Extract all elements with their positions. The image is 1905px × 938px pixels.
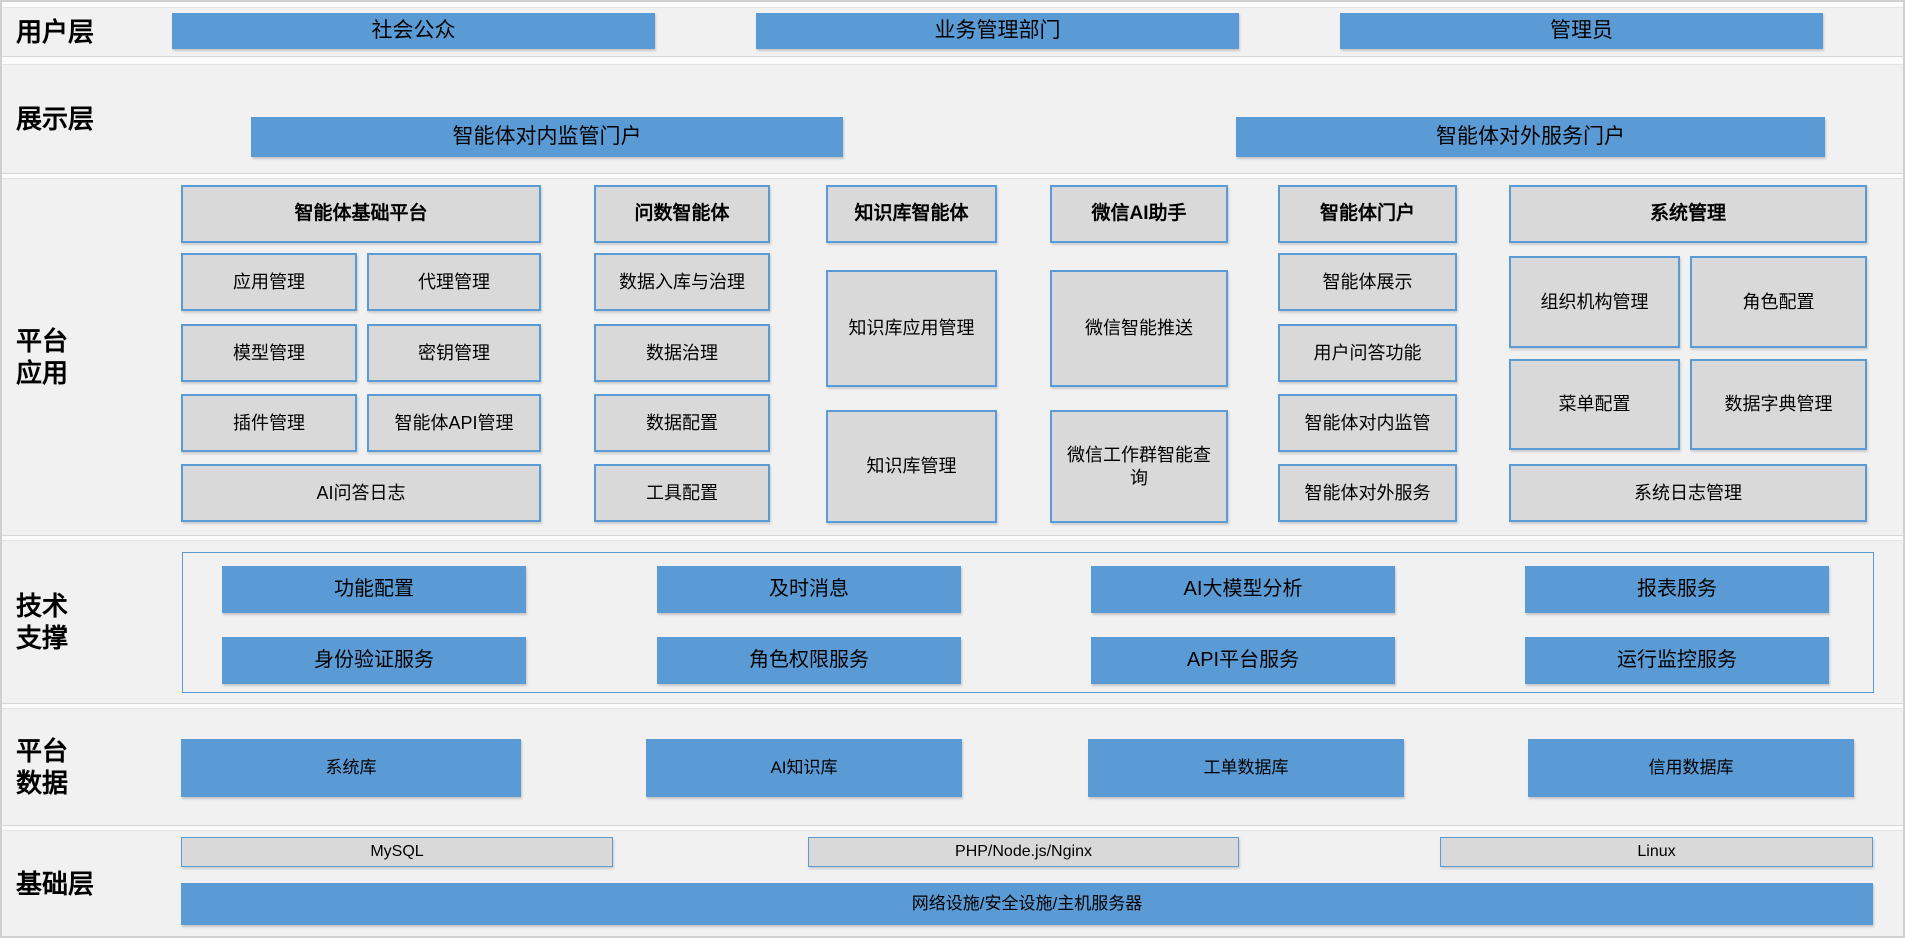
diagram-node: 知识库应用管理 [826,270,997,387]
diagram-node: 数据入库与治理 [594,253,770,311]
diagram-node: 用户问答功能 [1278,324,1457,382]
diagram-node: AI问答日志 [181,464,541,522]
column-header: 知识库智能体 [826,185,997,243]
column-knowledge-base-agent: 知识库智能体 知识库应用管理 知识库管理 [826,179,997,535]
tech-support-container: 功能配置 及时消息 AI大模型分析 报表服务 身份验证服务 角色权限服务 API… [182,552,1874,693]
diagram-node: 微信智能推送 [1050,270,1228,387]
column-agent-base-platform: 智能体基础平台 应用管理 代理管理 模型管理 密钥管理 插件管理 智能体API管… [181,179,541,535]
diagram-node: 工具配置 [594,464,770,522]
node-external-service-portal: 智能体对外服务门户 [1236,117,1825,157]
column-header: 系统管理 [1509,185,1867,243]
diagram-node: 报表服务 [1525,566,1829,613]
node-business-mgmt-dept: 业务管理部门 [756,13,1239,49]
diagram-node: 数据配置 [594,394,770,452]
layer-display-label: 展示层 [16,103,95,134]
diagram-node: 密钥管理 [367,324,541,382]
diagram-node: 代理管理 [367,253,541,311]
diagram-node: AI大模型分析 [1091,566,1395,613]
column-system-mgmt: 系统管理 组织机构管理 角色配置 菜单配置 数据字典管理 系统日志管理 [1509,179,1867,535]
layer-infrastructure: 基础层 MySQL PHP/Node.js/Nginx Linux 网络设施/安… [2,830,1903,936]
diagram-node: 功能配置 [222,566,526,613]
diagram-node: 智能体对外服务 [1278,464,1457,522]
layer-platform-app-label: 平台应用 [16,325,69,389]
column-wechat-ai-assistant: 微信AI助手 微信智能推送 微信工作群智能查询 [1050,179,1228,535]
node-credit-db: 信用数据库 [1528,739,1854,797]
diagram-node: 智能体API管理 [367,394,541,452]
node-php-nodejs-nginx: PHP/Node.js/Nginx [808,837,1239,867]
diagram-node: 微信工作群智能查询 [1050,410,1228,523]
diagram-node: 数据字典管理 [1690,359,1867,450]
diagram-node: 模型管理 [181,324,357,382]
layer-tech-support: 技术支撑 功能配置 及时消息 AI大模型分析 报表服务 身份验证服务 角色权限服… [2,540,1903,704]
node-mysql: MySQL [181,837,613,867]
column-header: 微信AI助手 [1050,185,1228,243]
diagram-node: 组织机构管理 [1509,256,1680,348]
layer-user-label: 用户层 [16,16,95,47]
node-linux: Linux [1440,837,1873,867]
column-header: 智能体基础平台 [181,185,541,243]
diagram-node: 角色配置 [1690,256,1867,348]
diagram-node: 应用管理 [181,253,357,311]
column-header: 问数智能体 [594,185,770,243]
diagram-node: API平台服务 [1091,637,1395,684]
diagram-node: 运行监控服务 [1525,637,1829,684]
node-internal-supervision-portal: 智能体对内监管门户 [251,117,843,157]
diagram-node: 插件管理 [181,394,357,452]
column-ask-data-agent: 问数智能体 数据入库与治理 数据治理 数据配置 工具配置 [594,179,770,535]
column-agent-portal: 智能体门户 智能体展示 用户问答功能 智能体对内监管 智能体对外服务 [1278,179,1457,535]
diagram-node: 智能体展示 [1278,253,1457,311]
layer-user: 用户层 社会公众 业务管理部门 管理员 [2,7,1903,57]
diagram-node: 智能体对内监管 [1278,394,1457,452]
diagram-node: 菜单配置 [1509,359,1680,450]
layer-infrastructure-label: 基础层 [16,868,95,899]
node-ticket-db: 工单数据库 [1088,739,1404,797]
layer-display: 展示层 智能体对内监管门户 智能体对外服务门户 [2,64,1903,174]
diagram-node: 身份验证服务 [222,637,526,684]
diagram-node: 角色权限服务 [657,637,961,684]
diagram-node: 知识库管理 [826,410,997,523]
diagram-node: 及时消息 [657,566,961,613]
layer-platform-data: 平台数据 系统库 AI知识库 工单数据库 信用数据库 [2,708,1903,826]
node-administrator: 管理员 [1340,13,1823,49]
node-ai-knowledge-db: AI知识库 [646,739,962,797]
node-public-users: 社会公众 [172,13,655,49]
layer-tech-support-label: 技术支撑 [16,590,69,654]
diagram-node: 数据治理 [594,324,770,382]
column-header: 智能体门户 [1278,185,1457,243]
diagram-node: 系统日志管理 [1509,464,1867,522]
layer-platform-app: 平台应用 智能体基础平台 应用管理 代理管理 模型管理 密钥管理 插件管理 智能… [2,178,1903,536]
node-system-db: 系统库 [181,739,521,797]
node-network-security-host: 网络设施/安全设施/主机服务器 [181,883,1873,925]
layer-platform-data-label: 平台数据 [16,735,69,799]
